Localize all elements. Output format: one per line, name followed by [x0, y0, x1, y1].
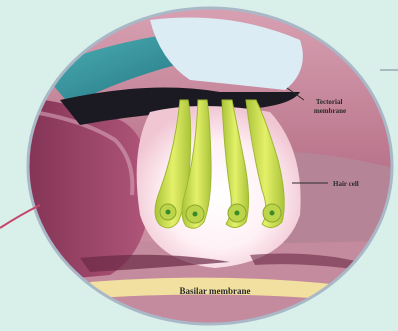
hair-cell-label: Hair cell: [333, 180, 359, 188]
tectorial-label-line-1: Tectorial: [316, 98, 343, 106]
basilar-membrane-label: Basilar membrane: [179, 286, 250, 296]
tectorial-membrane-label: Tectorial membrane: [314, 98, 346, 115]
tectorial-label-line-2: membrane: [314, 107, 346, 115]
nerve-fiber: [0, 205, 40, 228]
